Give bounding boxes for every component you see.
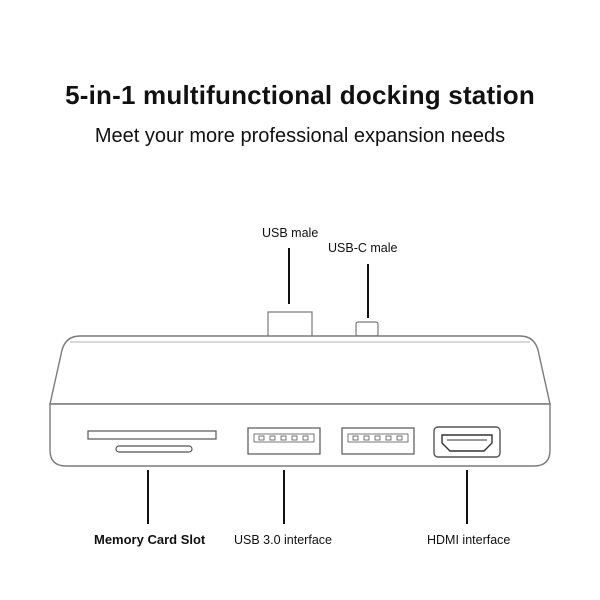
hdmi-interface-label: HDMI interface bbox=[427, 533, 511, 547]
memory-card-slot bbox=[87, 430, 217, 453]
usb30-port-2 bbox=[341, 427, 415, 455]
usb-male-plug bbox=[267, 311, 313, 339]
hdmi-port bbox=[433, 426, 501, 458]
usbc-male-plug bbox=[355, 321, 379, 337]
diagram-subtitle: Meet your more professional expansion ne… bbox=[94, 125, 506, 147]
usb30-interface-label: USB 3.0 interface bbox=[234, 533, 332, 547]
usb30-port-1 bbox=[247, 427, 321, 455]
usbc-male-label: USB-C male bbox=[328, 241, 398, 255]
usb-male-label: USB male bbox=[262, 226, 319, 240]
memory-card-slot-label: Memory Card Slot bbox=[94, 532, 206, 547]
hub-top-body bbox=[49, 335, 551, 405]
diagram-title: 5-in-1 multifunctional docking station bbox=[65, 80, 535, 110]
